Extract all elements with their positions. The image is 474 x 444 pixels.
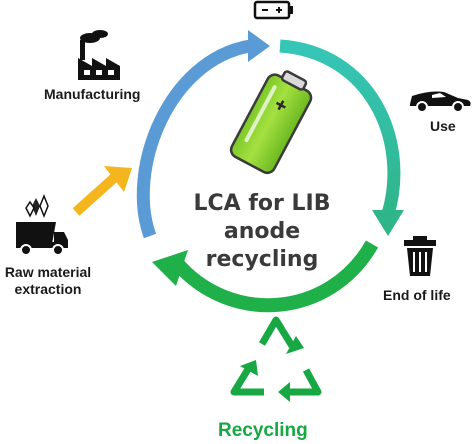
end-of-life-label: End of life bbox=[383, 287, 451, 303]
factory-icon bbox=[78, 30, 120, 80]
car-icon bbox=[410, 91, 471, 113]
arc-use-to-end-of-life bbox=[279, 39, 404, 236]
arc-end-of-life-to-recycling bbox=[152, 240, 379, 313]
arc-manufacturing-to-use bbox=[136, 30, 270, 239]
center-title-line-2: anode bbox=[223, 219, 301, 244]
recycling-icon bbox=[230, 316, 322, 402]
arrow-raw-material-to-manufacturing bbox=[72, 166, 132, 216]
battery-cell-icon bbox=[229, 70, 313, 175]
center-title-line-1: LCA for LIB bbox=[193, 191, 331, 216]
center-title-line-3: recycling bbox=[205, 247, 319, 272]
recycling-label: Recycling bbox=[218, 420, 308, 441]
raw-material-label: Raw material extraction bbox=[4, 264, 92, 297]
trash-bin-icon bbox=[404, 236, 436, 276]
center-title: LCA for LIB anode recycling bbox=[180, 190, 344, 274]
mining-truck-icon bbox=[16, 193, 68, 256]
manufacturing-label: Manufacturing bbox=[44, 86, 141, 102]
battery-icon bbox=[253, 0, 293, 20]
use-label: Use bbox=[430, 118, 456, 134]
